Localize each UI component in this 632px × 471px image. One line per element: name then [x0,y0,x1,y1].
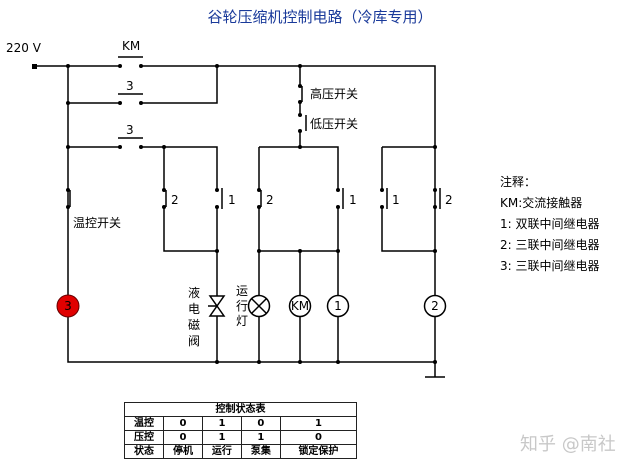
lamp-label: 运 [236,284,248,298]
coil-label: 3 [64,299,72,313]
table-cell: 1 [279,416,358,431]
legend-item: 2: 三联中间继电器 [500,238,600,252]
supply-voltage-label: 220 V [6,41,42,55]
table-cell: 运行 [201,444,242,459]
valve-label: 磁 [188,317,200,332]
supply-terminal [32,64,37,69]
table-cell: 1 [201,416,242,431]
table-cell: 停机 [162,444,203,459]
contact-label: 2 [266,193,274,207]
row-header: 压控 [124,430,164,445]
legend-heading: 注释： [500,175,537,189]
contact-label: 2 [171,193,179,207]
km-coil: KM [288,294,312,318]
relay3-coil: 3 [56,294,80,318]
relay3-contact-label: 3 [126,123,134,137]
relay1-coil: 1 [326,294,350,318]
row-header: 温控 [124,416,164,431]
table-cell: 0 [240,416,281,431]
table-cell: 0 [162,416,203,431]
table-cell: 0 [162,430,203,445]
contact-label: 2 [445,193,453,207]
valve-label: 电 [188,302,200,316]
low-pressure-switch-label: 低压开关 [310,117,358,131]
contact-label: 1 [392,193,400,207]
row-header: 状态 [124,444,164,459]
coil-label: KM [291,299,309,313]
contact-label: 1 [349,193,357,207]
run-lamp-icon [247,294,271,318]
valve-label: 阀 [188,334,200,348]
legend: 注释： KM:交流接触器 1: 双联中间继电器 2: 三联中间继电器 3: 三联… [500,172,600,277]
table-cell: 泵集 [240,444,281,459]
legend-item: 3: 三联中间继电器 [500,259,600,273]
watermark: 知乎 @南社 [520,434,616,455]
table-cell: 锁定保护 [279,444,358,459]
table-title: 控制状态表 [124,402,357,417]
legend-item: 1: 双联中间继电器 [500,217,600,231]
coil-label: 1 [334,299,342,313]
legend-item: KM:交流接触器 [500,196,583,210]
diagram-title: 谷轮压缩机控制电路（冷库专用） [207,8,432,26]
lamp-label: 行 [236,299,248,313]
relay3-contact-label: 3 [126,79,134,93]
high-pressure-switch-label: 高压开关 [310,86,358,101]
contact-label: 1 [228,193,236,207]
km-contact-label: KM [122,39,140,53]
valve-label: 液 [188,285,200,300]
table-cell: 1 [240,430,281,445]
table-cell: 1 [201,430,242,445]
table-cell: 0 [279,430,358,445]
table-row: 状态停机运行泵集锁定保护 [124,444,358,459]
relay2-coil: 2 [423,294,447,318]
thermostat-switch-label: 温控开关 [73,216,121,230]
coil-label: 2 [431,299,439,313]
contacts [66,56,441,364]
lamp-label: 灯 [236,314,248,328]
solenoid-valve-icon [208,295,226,317]
